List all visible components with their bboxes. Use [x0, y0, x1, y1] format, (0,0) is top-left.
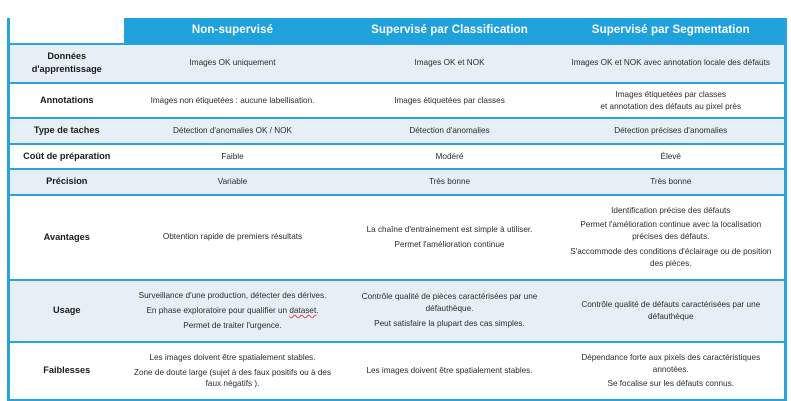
- cell-line: Images OK et NOK: [414, 58, 485, 68]
- cell-supervise-classification: Très bonne: [341, 168, 558, 196]
- row-label-line: d'apprentissage: [31, 64, 102, 75]
- cell-supervise-classification: Contrôle qualité de pièces caractérisées…: [341, 278, 558, 343]
- cell-line: Détection d'anomalies: [409, 126, 490, 136]
- table-row: Précision Variable Très bonne Très bonne: [8, 168, 786, 196]
- cell-supervise-classification: Les images doivent être spatialement sta…: [341, 340, 558, 401]
- cell-line: La chaîne d'entrainement est simple à ut…: [366, 224, 533, 234]
- cell-supervise-classification: Détection d'anomalies: [341, 117, 558, 145]
- row-label-line: Coût de préparation: [23, 150, 111, 161]
- table-row: Annotations Images non étiquetées : aucu…: [8, 81, 786, 120]
- cell-supervise-segmentation: Détection précises d'anomalies: [557, 117, 786, 145]
- row-label-faiblesses: Faiblesses: [8, 340, 124, 401]
- cell-line: Zone de doute large (sujet à des faux po…: [133, 367, 332, 389]
- row-label-line: Annotations: [39, 94, 94, 105]
- row-label-line: Données: [47, 51, 87, 61]
- row-label-line: Usage: [52, 305, 81, 316]
- cell-non-supervise: Les images doivent être spatialement sta…: [123, 340, 342, 401]
- table-row: Faiblesses Les images doivent être spati…: [8, 340, 786, 401]
- cell-line-with-spellcheck: En phase exploratoire pour qualifier un …: [146, 305, 319, 315]
- cell-line: Identification précise des défauts: [611, 205, 731, 215]
- cell-supervise-segmentation: Élevé: [557, 142, 786, 171]
- cell-line: Images non étiquetées : aucune labellisa…: [150, 95, 315, 105]
- cell-non-supervise: Images non étiquetées : aucune labellisa…: [123, 81, 342, 120]
- row-label-line: Faiblesses: [43, 365, 91, 376]
- row-label-line: Avantages: [43, 231, 90, 242]
- cell-line: Faible: [221, 151, 244, 161]
- cell-line: Images OK uniquement: [189, 58, 276, 68]
- cell-supervise-segmentation: Identification précise des défauts Perme…: [557, 193, 786, 281]
- row-label-cout-de-preparation: Coût de préparation: [8, 142, 124, 171]
- row-label-line: Précision: [46, 176, 88, 187]
- table-header: Non-supervisé Supervisé par Classificati…: [8, 18, 786, 44]
- cell-line: et annotation des défauts au pixel près: [600, 101, 742, 111]
- cell-non-supervise: Surveillance d'une production, détecter …: [123, 278, 342, 343]
- row-label-type-de-taches: Type de taches: [8, 117, 124, 145]
- table-row: Type de taches Détection d'anomalies OK …: [8, 117, 786, 145]
- comparison-table-container: Non-supervisé Supervisé par Classificati…: [7, 18, 787, 401]
- table-row: Données d'apprentissage Images OK unique…: [8, 43, 786, 84]
- cell-line: Se focalise sur les défauts connus.: [607, 379, 735, 389]
- cell-line: Très bonne: [650, 176, 692, 186]
- cell-non-supervise: Faible: [123, 142, 342, 171]
- cell-line: Surveillance d'une production, détecter …: [138, 290, 327, 300]
- spellcheck-word: dataset: [289, 305, 317, 315]
- cell-supervise-segmentation: Images étiquetées par classes et annotat…: [557, 81, 786, 120]
- table-body: Données d'apprentissage Images OK unique…: [8, 43, 786, 401]
- cell-line: Peut satisfaire la plupart des cas simpl…: [374, 319, 525, 329]
- cell-supervise-classification: La chaîne d'entrainement est simple à ut…: [341, 193, 558, 281]
- cell-supervise-segmentation: Images OK et NOK avec annotation locale …: [557, 43, 786, 84]
- cell-non-supervise: Obtention rapide de premiers résultats: [123, 193, 342, 281]
- table-row: Coût de préparation Faible Modéré Élevé: [8, 142, 786, 171]
- cell-line: Élevé: [660, 151, 681, 161]
- cell-line: Dépendance forte aux pixels des caractér…: [581, 352, 761, 374]
- table-row: Avantages Obtention rapide de premiers r…: [8, 193, 786, 281]
- cell-line: Images étiquetées par classes: [615, 89, 727, 99]
- cell-non-supervise: Détection d'anomalies OK / NOK: [123, 117, 342, 145]
- row-label-avantages: Avantages: [8, 193, 124, 281]
- header-col-supervise-classification: Supervisé par Classification: [341, 18, 558, 44]
- cell-supervise-classification: Images étiquetées par classes: [341, 81, 558, 120]
- cell-line: Permet l'amélioration continue avec la l…: [580, 220, 762, 242]
- cell-line: Obtention rapide de premiers résultats: [162, 232, 303, 242]
- cell-non-supervise: Images OK uniquement: [123, 43, 342, 84]
- row-label-annotations: Annotations: [8, 81, 124, 120]
- cell-line: Permet de traiter l'urgence.: [183, 320, 282, 330]
- cell-supervise-classification: Images OK et NOK: [341, 43, 558, 84]
- cell-line: S'accommode des conditions d'éclairage o…: [570, 247, 772, 269]
- cell-supervise-segmentation: Dépendance forte aux pixels des caractér…: [557, 340, 786, 401]
- row-label-precision: Précision: [8, 168, 124, 196]
- cell-non-supervise: Variable: [123, 168, 342, 196]
- cell-supervise-classification: Modéré: [341, 142, 558, 171]
- cell-line: Détection précises d'anomalies: [614, 126, 728, 136]
- cell-line: Permet l'amélioration continue: [394, 239, 505, 249]
- cell-supervise-segmentation: Contrôle qualité de défauts caractérisée…: [557, 278, 786, 343]
- table-row: Usage Surveillance d'une production, dét…: [8, 278, 786, 343]
- cell-line: Contrôle qualité de pièces caractérisées…: [361, 292, 538, 314]
- header-col-non-supervise: Non-supervisé: [123, 18, 342, 44]
- cell-line: Modéré: [435, 151, 464, 161]
- cell-line: Les images doivent être spatialement sta…: [149, 352, 316, 362]
- comparison-table: Non-supervisé Supervisé par Classificati…: [7, 18, 787, 401]
- cell-supervise-segmentation: Très bonne: [557, 168, 786, 196]
- cell-line: Variable: [217, 176, 248, 186]
- row-label-line: Type de taches: [33, 125, 100, 136]
- header-col-supervise-segmentation: Supervisé par Segmentation: [557, 18, 786, 44]
- cell-line: Détection d'anomalies OK / NOK: [173, 126, 292, 136]
- cell-line: Images OK et NOK avec annotation locale …: [571, 58, 770, 68]
- header-row: Non-supervisé Supervisé par Classificati…: [8, 18, 786, 44]
- cell-line: Les images doivent être spatialement sta…: [366, 366, 533, 376]
- row-label-donnees-apprentissage: Données d'apprentissage: [8, 43, 124, 84]
- cell-line: Images étiquetées par classes: [394, 95, 505, 105]
- row-label-usage: Usage: [8, 278, 124, 343]
- header-corner-cell: [8, 18, 124, 44]
- cell-line: Très bonne: [428, 176, 471, 186]
- cell-line: Contrôle qualité de défauts caractérisée…: [581, 299, 761, 321]
